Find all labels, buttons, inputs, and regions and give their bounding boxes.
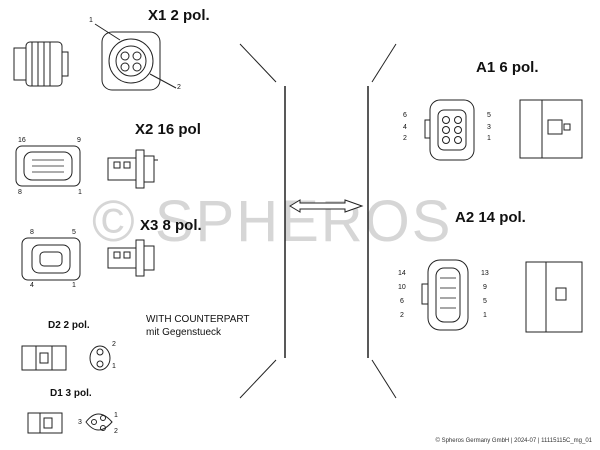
a2-front-view [421, 259, 469, 331]
divider-lines [284, 86, 369, 358]
d2-drawings [21, 345, 111, 371]
a2-pin-label: 2 [400, 312, 404, 319]
x1-side-view [13, 41, 69, 87]
a1-title: A1 6 pol. [476, 59, 539, 76]
counterpart-note-en: WITH COUNTERPART [146, 314, 250, 325]
a2-pin-label: 13 [481, 270, 489, 277]
a2-pin-label: 6 [400, 298, 404, 305]
a2-pin-label: 10 [398, 284, 406, 291]
d2-pin-label: 1 [112, 363, 116, 370]
x3-pin-label: 4 [30, 282, 34, 289]
x2-title: X2 16 pol [135, 121, 201, 138]
a2-title: A2 14 pol. [455, 209, 526, 226]
a1-pin-label: 3 [487, 124, 491, 131]
a1-pin-label: 1 [487, 135, 491, 142]
a2-pin-label: 1 [483, 312, 487, 319]
x3-title: X3 8 pol. [140, 217, 202, 234]
x3-side-view [107, 239, 155, 277]
footer-copyright: © Spheros Germany GmbH | 2024-07 | 11115… [435, 438, 592, 444]
x3-pin-label: 8 [30, 229, 34, 236]
a1-pin-label: 5 [487, 112, 491, 119]
x3-pin-label: 1 [72, 282, 76, 289]
x2-front-view [15, 145, 81, 187]
a1-front-view [424, 99, 475, 161]
x2-pin-label: 1 [78, 189, 82, 196]
d2-title: D2 2 pol. [48, 320, 90, 331]
a2-pin-label: 14 [398, 270, 406, 277]
x2-side-view [107, 149, 158, 189]
x2-pin-label: 8 [18, 189, 22, 196]
x1-pin-label: 1 [89, 17, 93, 24]
a2-pin-label: 9 [483, 284, 487, 291]
double-arrow [289, 199, 364, 213]
d1-pin-label: 2 [114, 428, 118, 435]
a1-pin-label: 4 [403, 124, 407, 131]
a1-side-view [519, 99, 583, 159]
a1-pin-label: 6 [403, 112, 407, 119]
d1-title: D1 3 pol. [50, 388, 92, 399]
a2-side-view [525, 261, 583, 333]
x1-pin-label: 2 [177, 84, 181, 91]
diagonal-lines [239, 43, 397, 399]
d1-drawings [27, 412, 113, 434]
x1-title: X1 2 pol. [148, 7, 210, 24]
a2-pin-label: 5 [483, 298, 487, 305]
x3-front-view [21, 237, 81, 281]
x2-pin-label: 9 [77, 137, 81, 144]
d1-pin-label: 1 [114, 412, 118, 419]
a1-pin-label: 2 [403, 135, 407, 142]
counterpart-note-de: mit Gegenstueck [146, 327, 222, 338]
x2-pin-label: 16 [18, 137, 26, 144]
d2-pin-label: 2 [112, 341, 116, 348]
watermark: © SPHEROS [92, 189, 453, 254]
x3-pin-label: 5 [72, 229, 76, 236]
x1-front-view [94, 23, 177, 91]
d1-pin-label: 3 [78, 419, 82, 426]
